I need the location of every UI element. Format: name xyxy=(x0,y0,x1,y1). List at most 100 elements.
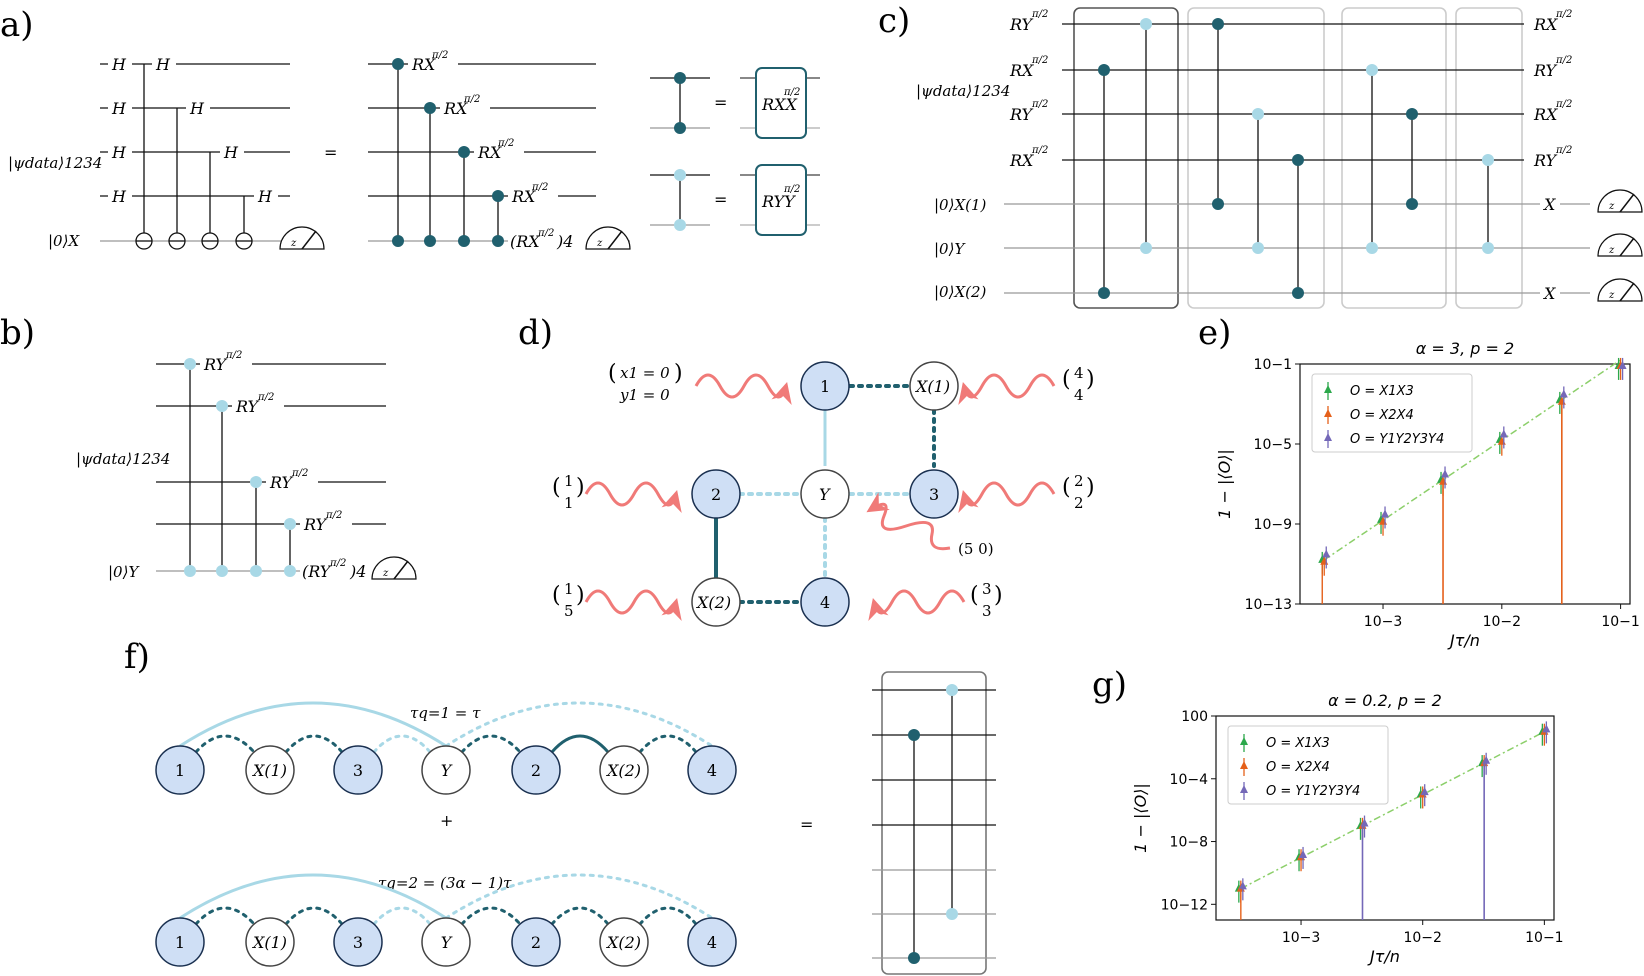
legend-box xyxy=(1227,725,1389,805)
y-tick-label: 10−8 xyxy=(1170,835,1208,851)
h-gate-2: H xyxy=(155,55,171,74)
svg-text:π/2: π/2 xyxy=(1031,99,1048,110)
panel-b-label: b) xyxy=(0,313,35,353)
qubit-node-2 xyxy=(691,469,741,519)
panel-a-equals: = xyxy=(324,143,337,162)
legend-entry: O = X1X3 xyxy=(1350,384,1414,399)
svg-text:RY: RY xyxy=(1533,151,1558,170)
legend-marker xyxy=(1240,785,1248,793)
qubit-node-3 xyxy=(909,469,959,519)
svg-text:(: ( xyxy=(552,475,561,500)
svg-text:): ) xyxy=(1086,475,1095,500)
svg-text:Y: Y xyxy=(819,485,831,504)
svg-text:π/2: π/2 xyxy=(225,350,242,361)
svg-text:1: 1 xyxy=(820,377,830,396)
svg-text:(: ( xyxy=(608,361,617,386)
data-point xyxy=(1420,787,1429,796)
svg-text:z: z xyxy=(382,568,389,579)
data-point xyxy=(1299,849,1308,858)
svg-text:π/2: π/2 xyxy=(1031,55,1048,66)
long-arc-dotted xyxy=(444,701,714,748)
panel-a-rx-bg xyxy=(408,50,588,254)
svg-text:z: z xyxy=(1608,245,1615,256)
svg-text:3: 3 xyxy=(982,580,992,598)
h-gate-8: H xyxy=(257,187,273,206)
svg-text:z: z xyxy=(1608,290,1615,301)
data-point xyxy=(1482,755,1491,764)
graph-node-label: 3 xyxy=(353,933,363,952)
panel-f-plus: + xyxy=(440,811,453,830)
svg-text:π/2: π/2 xyxy=(783,184,800,195)
svg-text:4: 4 xyxy=(1074,386,1084,404)
graph-node xyxy=(687,745,737,795)
graph-node xyxy=(511,745,561,795)
x-tick-label: 10−1 xyxy=(1601,614,1639,630)
x-tick-label: 10−2 xyxy=(1403,930,1441,946)
fit-line xyxy=(1240,731,1545,890)
data-point xyxy=(1559,389,1568,398)
panel-c-gates: RYπ/2 RXπ/2 RYπ/2 RXπ/2 RXπ/2 RYπ/2 RXπ/… xyxy=(1009,9,1572,303)
svg-text:(RX: (RX xyxy=(510,232,540,251)
panel-d: d) 1 X(1) 2 Y 3 X(2) 4 xyxy=(518,313,1095,627)
legend-entry: O = X2X4 xyxy=(1350,408,1414,423)
svg-text:(: ( xyxy=(970,583,979,608)
y-tick-label: 10−4 xyxy=(1170,772,1209,788)
graph-node xyxy=(421,917,471,967)
svg-text:RY: RY xyxy=(303,515,328,534)
y-tick-label: 10−5 xyxy=(1254,437,1292,453)
panel-c-anc2-label: |0⟩X(2) xyxy=(934,283,987,301)
svg-text:π/2: π/2 xyxy=(257,392,274,403)
svg-text:RX: RX xyxy=(477,143,502,162)
panel-a-label: a) xyxy=(0,5,34,45)
svg-text:2: 2 xyxy=(1074,494,1084,512)
panel-d-label: d) xyxy=(518,313,553,353)
short-arc xyxy=(638,734,698,754)
svg-text:X(1): X(1) xyxy=(914,377,950,396)
svg-text:RX: RX xyxy=(1009,151,1034,170)
svg-text:π/2: π/2 xyxy=(531,182,548,193)
graph-node xyxy=(245,745,295,795)
graph-node-label: 2 xyxy=(531,761,541,780)
svg-text:RX: RX xyxy=(411,55,436,74)
short-arc xyxy=(460,906,522,926)
svg-text:RX: RX xyxy=(1009,61,1034,80)
x-axis-label: Jτ/n xyxy=(1447,631,1480,650)
x-axis-label: Jτ/n xyxy=(1367,947,1400,966)
svg-text:X(2): X(2) xyxy=(695,593,731,612)
h-gate-3: H xyxy=(111,99,127,118)
panel-a-state-label: |ψdata⟩1234 xyxy=(8,154,102,172)
svg-text:=: = xyxy=(714,190,727,209)
graph-node xyxy=(155,917,205,967)
legend-marker xyxy=(1324,385,1332,393)
svg-text:RX: RX xyxy=(1533,105,1558,124)
legend-marker xyxy=(1240,761,1248,769)
data-point xyxy=(1441,469,1450,478)
graph-node-label: 4 xyxy=(707,761,717,780)
svg-text:1: 1 xyxy=(564,494,574,512)
svg-text:π/2: π/2 xyxy=(329,558,346,569)
svg-text:RX: RX xyxy=(1533,15,1558,34)
legend-entry: O = Y1Y2Y3Y4 xyxy=(1266,784,1360,799)
svg-text:RYY: RYY xyxy=(761,192,796,211)
svg-text:(5 0): (5 0) xyxy=(958,540,994,558)
svg-text:5: 5 xyxy=(564,602,574,620)
svg-text:π/2: π/2 xyxy=(1031,145,1048,156)
tau-q1-label: τq=1 = τ xyxy=(410,704,481,722)
svg-text:(: ( xyxy=(552,583,561,608)
short-arc xyxy=(550,734,610,754)
ancilla-node-x1 xyxy=(909,361,959,411)
legend-marker xyxy=(1324,433,1332,441)
panel-b-controls xyxy=(184,358,296,577)
x-tick-label: 10−2 xyxy=(1483,614,1521,630)
svg-text:2: 2 xyxy=(1074,472,1084,490)
ancilla-node-x2 xyxy=(691,577,741,627)
panel-d-nodes: 1 X(1) 2 Y 3 X(2) 4 xyxy=(691,361,959,627)
svg-text:4: 4 xyxy=(1074,364,1084,382)
svg-text:(: ( xyxy=(1062,475,1071,500)
panel-c-gate-bg xyxy=(1004,10,1588,303)
ryy-equivalence: = RYY π/2 xyxy=(650,164,820,236)
y-axis-label: 1 − |⟨O⟩| xyxy=(1131,783,1150,853)
panel-c-boxes xyxy=(1073,7,1523,309)
